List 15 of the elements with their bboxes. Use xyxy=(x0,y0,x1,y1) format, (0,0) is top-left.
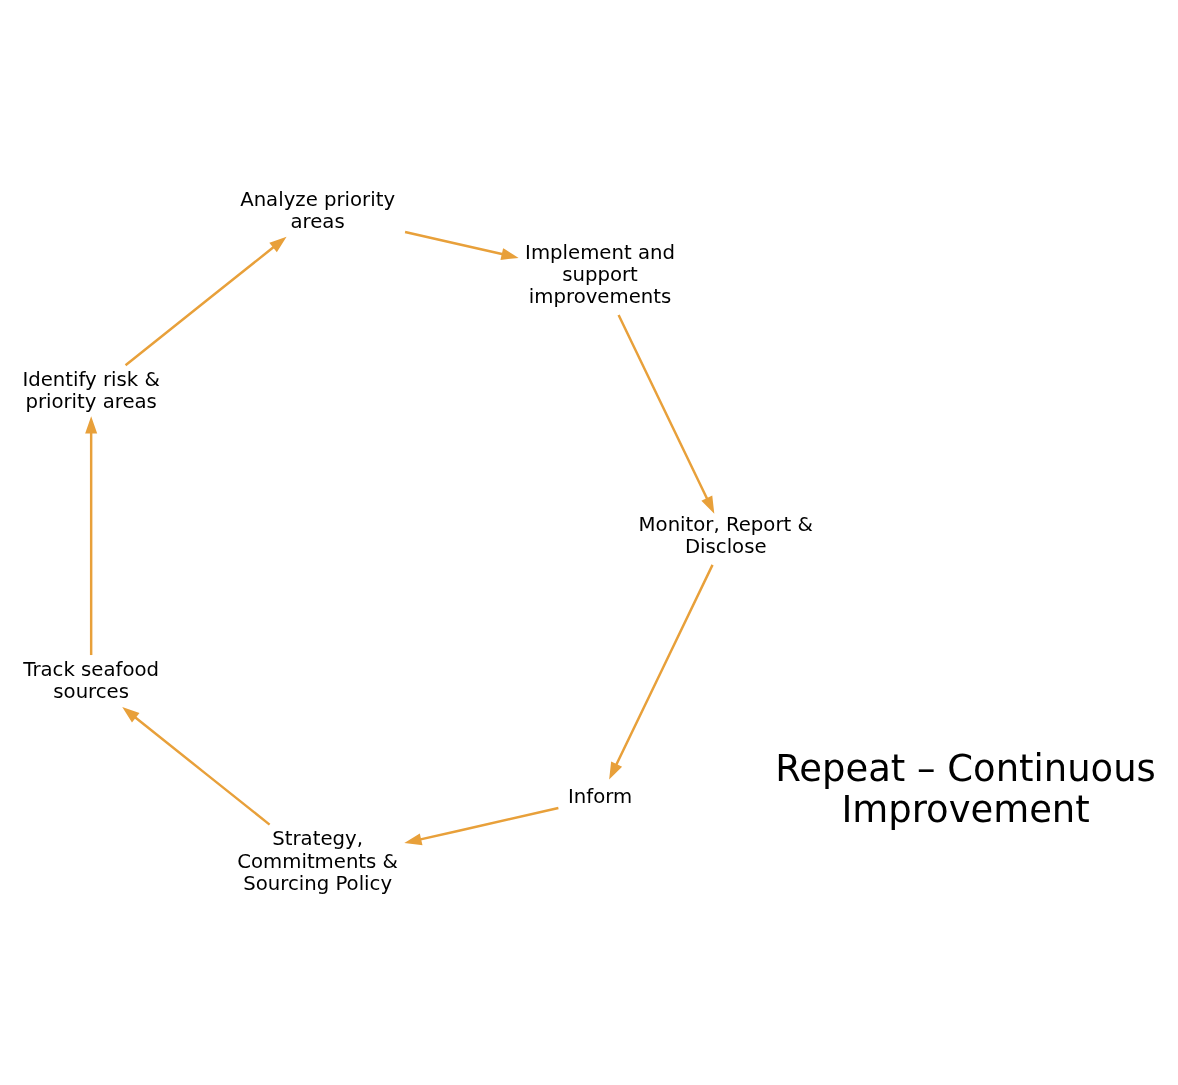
arrow xyxy=(122,706,271,826)
arrow xyxy=(404,230,519,260)
node-text: Implement and support improvements xyxy=(525,240,675,308)
node-text: Analyze priority areas xyxy=(240,187,396,233)
arrow xyxy=(609,563,714,780)
node-text: Inform xyxy=(567,784,633,808)
node-text: Monitor, Report & Disclose xyxy=(638,512,813,558)
arrow xyxy=(617,313,715,514)
arrow xyxy=(404,806,559,845)
label: Repeat – Continuous Improvement xyxy=(775,746,1156,831)
node-text: Strategy, Commitments & Sourcing Policy xyxy=(237,826,398,895)
node-text: Track seafood sources xyxy=(23,657,160,703)
node-text: Identify risk & priority areas xyxy=(22,367,160,413)
arrow xyxy=(124,236,287,366)
arrow xyxy=(85,415,98,655)
